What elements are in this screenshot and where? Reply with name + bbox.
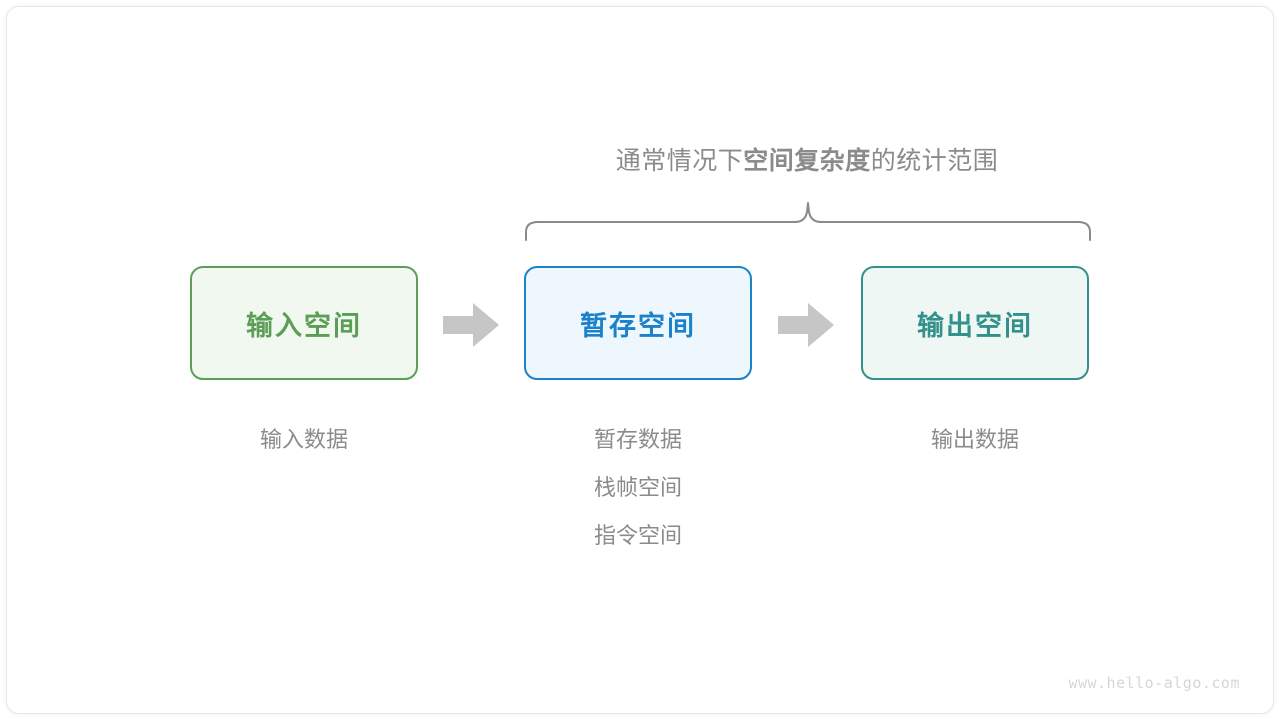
brace-caption-prefix: 通常情况下 [615,147,744,175]
caption-input-space: 输入数据 [190,416,418,464]
box-output-space-label: 输出空间 [917,310,1033,341]
box-temp-space-label: 暂存空间 [580,310,696,341]
caption-line: 暂存数据 [593,427,682,452]
caption-temp-space: 暂存数据 栈帧空间 指令空间 [524,416,752,560]
box-output-space[interactable]: 输出空间 [861,266,1089,380]
box-input-space[interactable]: 输入空间 [190,266,418,380]
caption-line: 栈帧空间 [593,475,682,500]
brace-caption: 通常情况下空间复杂度的统计范围 [524,144,1090,178]
caption-line: 输入数据 [259,427,348,452]
box-temp-space[interactable]: 暂存空间 [524,266,752,380]
caption-output-space: 输出数据 [861,416,1089,464]
watermark: www.hello-algo.com [1068,674,1240,692]
curly-brace-icon [525,202,1091,241]
arrow-right-icon [778,303,834,347]
brace-caption-suffix: 的统计范围 [870,147,999,175]
box-input-space-label: 输入空间 [246,310,362,341]
brace-caption-emphasis: 空间复杂度 [743,147,871,175]
arrow-right-icon [443,303,499,347]
caption-line: 指令空间 [593,523,682,548]
caption-line: 输出数据 [930,427,1019,452]
